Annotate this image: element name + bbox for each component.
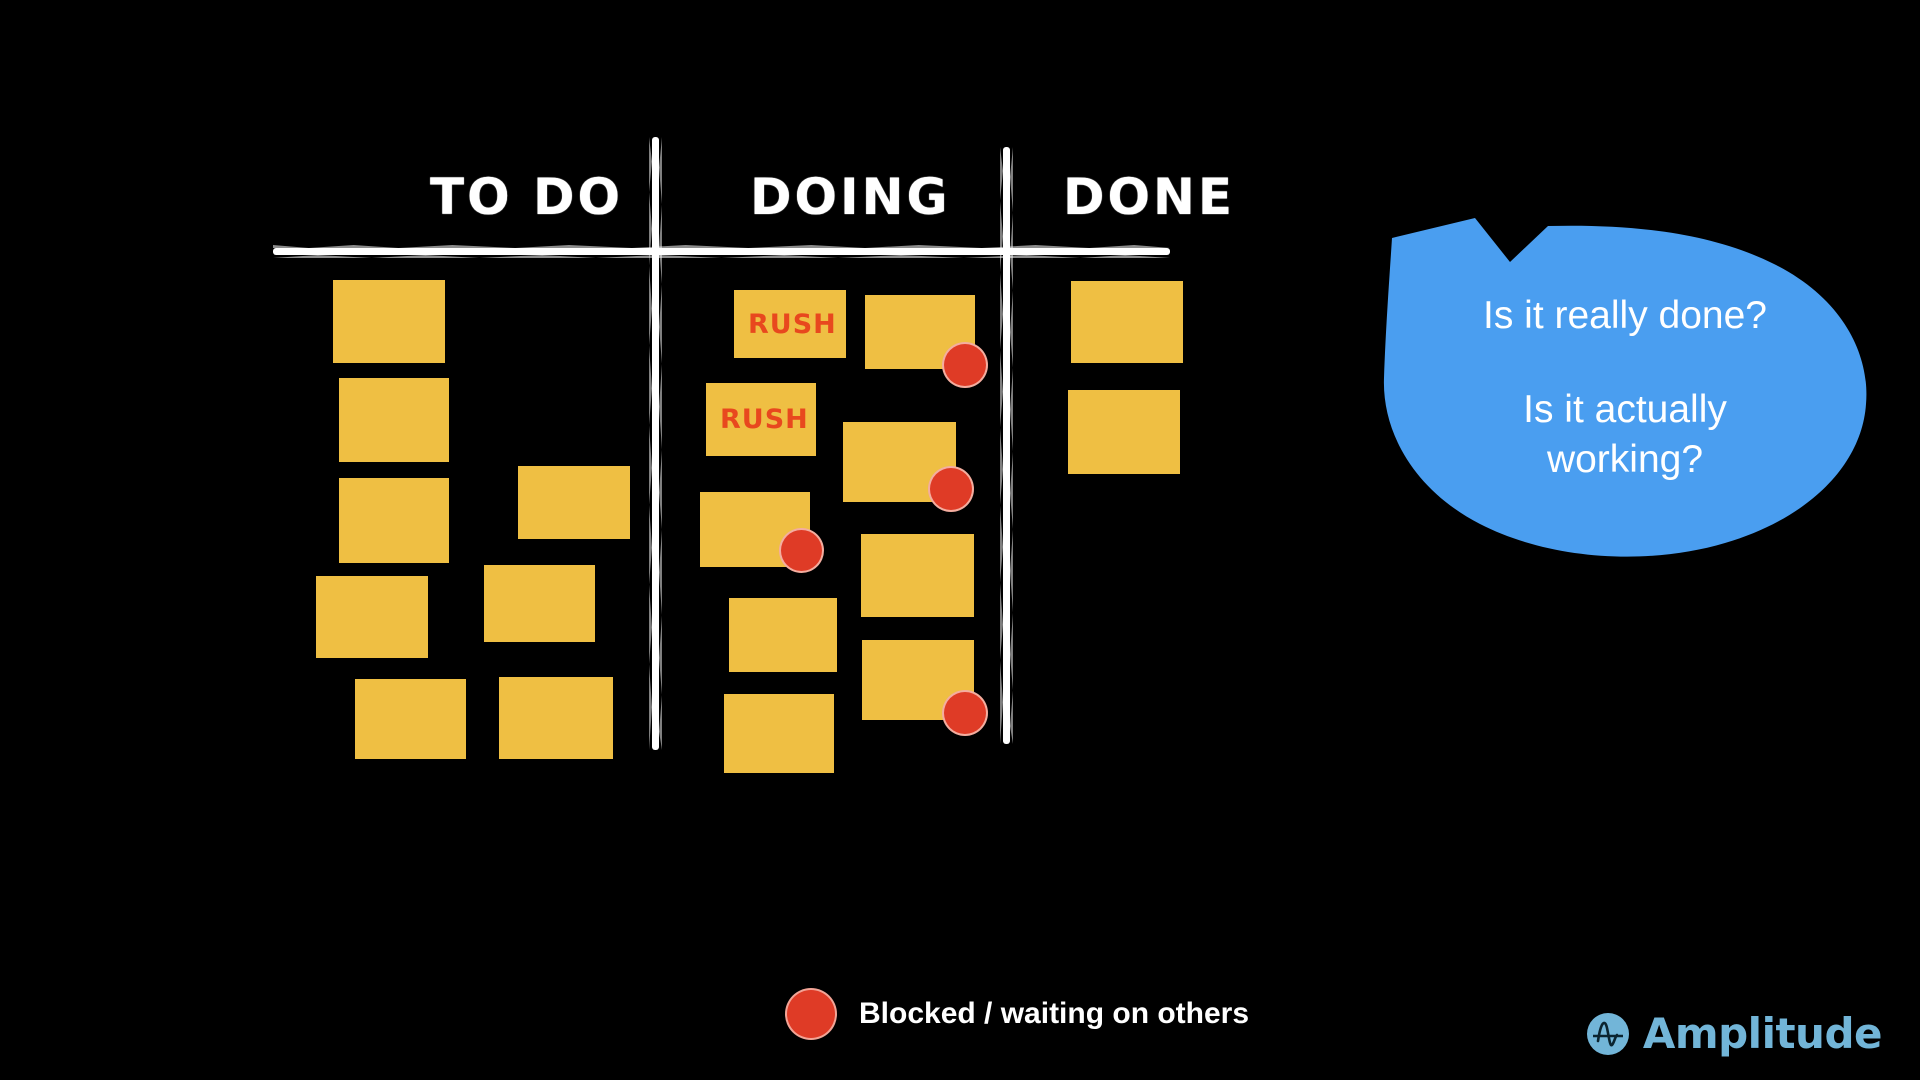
sticky-card-doing-3[interactable]: RUSH: [706, 383, 816, 456]
column-title-todo: TO DO: [430, 168, 624, 226]
rush-tag: RUSH: [720, 404, 809, 435]
sticky-card-doing-1[interactable]: RUSH: [734, 290, 846, 358]
sticky-card-todo-3[interactable]: [339, 478, 449, 563]
sticky-card-todo-1[interactable]: [333, 280, 445, 363]
sticky-card-todo-2[interactable]: [339, 378, 449, 462]
blocked-dot-3[interactable]: [779, 528, 824, 573]
legend-label: Blocked / waiting on others: [859, 997, 1250, 1030]
sticky-card-todo-7[interactable]: [355, 679, 466, 759]
column-title-doing: DOING: [750, 168, 951, 226]
sticky-card-done-2[interactable]: [1068, 390, 1180, 474]
chalk-vertical-divider-todo-doing: [652, 137, 659, 750]
callout-bubble-shape: [1383, 218, 1867, 557]
sticky-card-done-1[interactable]: [1071, 281, 1183, 363]
sticky-card-todo-4[interactable]: [518, 466, 630, 539]
column-title-done: DONE: [1063, 168, 1236, 226]
legend-blocked-dot-icon: [785, 988, 837, 1040]
sticky-card-todo-6[interactable]: [484, 565, 595, 642]
sticky-card-doing-7[interactable]: [729, 598, 837, 672]
blocked-dot-4[interactable]: [942, 690, 988, 736]
amplitude-logo: Amplitude: [1585, 1009, 1883, 1058]
callout-bubble: Is it really done? Is it actually workin…: [1380, 218, 1870, 558]
chalk-vertical-divider-doing-done: [1003, 147, 1010, 744]
sticky-card-todo-5[interactable]: [316, 576, 428, 658]
chalk-horizontal-divider: [273, 248, 1170, 255]
amplitude-wave-icon: [1586, 1012, 1629, 1055]
sticky-card-doing-9[interactable]: [724, 694, 834, 773]
rush-tag: RUSH: [748, 308, 837, 340]
blocked-dot-1[interactable]: [942, 342, 988, 388]
amplitude-wordmark: Amplitude: [1642, 1009, 1883, 1058]
sticky-card-todo-8[interactable]: [499, 677, 613, 759]
blocked-dot-2[interactable]: [928, 466, 974, 512]
sticky-card-doing-6[interactable]: [861, 534, 974, 617]
legend: Blocked / waiting on others: [785, 988, 1249, 1040]
